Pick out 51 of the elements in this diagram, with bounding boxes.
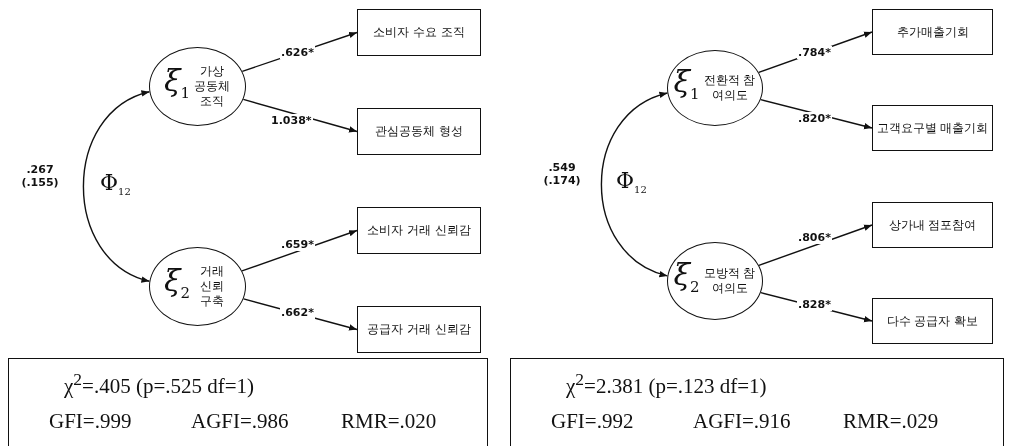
- indicator-box: [872, 298, 993, 344]
- fit-statistic: GFI=.999: [49, 409, 132, 434]
- coefficient-label: .784*: [797, 46, 832, 59]
- indicator-box: [357, 306, 481, 353]
- fit-statistic: GFI=.992: [551, 409, 634, 434]
- indicator-label: 소비자 수요 조직: [373, 25, 465, 40]
- arrow: [758, 224, 873, 266]
- coefficient-label: .806*: [797, 231, 832, 244]
- arrow: [600, 92, 669, 277]
- indicator-label: 소비자 거래 신뢰감: [367, 223, 471, 238]
- indicator-box: [872, 105, 993, 151]
- correlation-label: .549 (.174): [542, 161, 582, 187]
- coefficient-label: .828*: [797, 298, 832, 311]
- factor-label: 전환적 참여의도: [702, 73, 757, 103]
- arrow: [242, 98, 358, 133]
- symbol-label: ξ$_{1}$: [163, 65, 191, 104]
- indicator-box: [357, 9, 481, 56]
- indicator-label: 관심공동체 형성: [375, 124, 463, 139]
- coefficient-label: .626*: [280, 46, 315, 59]
- indicator-box: [357, 207, 481, 254]
- factor-label: 거래 신뢰 구축: [199, 264, 226, 309]
- fit-index-box: [510, 358, 1004, 446]
- latent-variable-circle: [149, 47, 246, 126]
- correlation-label: .267 (.155): [20, 163, 60, 189]
- fit-statistic: AGFI=.916: [693, 409, 791, 434]
- factor-label: 모방적 참여의도: [702, 266, 757, 296]
- fit-statistic: RMR=.020: [341, 409, 437, 434]
- symbol-label: ξ$_{1}$: [673, 67, 700, 105]
- indicator-label: 다수 공급자 확보: [886, 313, 979, 329]
- indicator-label: 공급자 거래 신뢰감: [367, 322, 471, 337]
- coefficient-label: .662*: [280, 306, 315, 319]
- fit-statistic: AGFI=.986: [191, 409, 289, 434]
- fit-statistic: χ$^{2}$=.405 (p=.525 df=1): [64, 369, 255, 399]
- symbol-label: ξ$_{2}$: [163, 265, 191, 304]
- indicator-box: [872, 9, 993, 55]
- indicator-label: 상가내 점포참여: [888, 217, 977, 233]
- fit-statistic: χ$^{2}$=2.381 (p=.123 df=1): [566, 369, 767, 399]
- fit-index-box: [8, 358, 488, 446]
- arrow: [241, 229, 358, 272]
- indicator-box: [872, 202, 993, 248]
- coefficient-label: 1.038*: [270, 114, 313, 127]
- arrow: [82, 91, 151, 282]
- latent-variable-circle: [149, 247, 246, 326]
- fit-statistic: RMR=.029: [843, 409, 939, 434]
- indicator-box: [357, 108, 481, 155]
- symbol-label: ξ$_{2}$: [673, 260, 700, 298]
- factor-label: 가상 공동체 조직: [193, 64, 232, 109]
- coefficient-label: .820*: [797, 112, 832, 125]
- indicator-label: 추가매출기회: [896, 24, 969, 40]
- coefficient-label: .659*: [280, 238, 315, 251]
- indicator-label: 고객요구별 매출기회: [876, 120, 989, 136]
